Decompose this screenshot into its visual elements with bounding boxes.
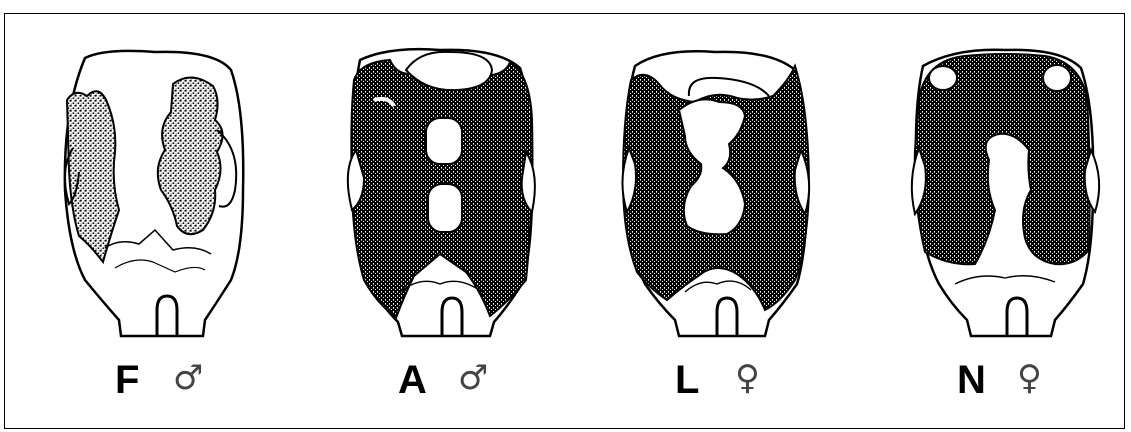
scutum-pattern-f <box>45 40 265 350</box>
panel-f: F ♂ <box>45 0 265 432</box>
panel-letter: F <box>115 358 139 402</box>
panel-letter: A <box>398 358 427 402</box>
scutum-pattern-a <box>330 40 550 350</box>
male-symbol-icon: ♂ <box>173 356 203 400</box>
female-symbol-icon: ♀ <box>735 356 760 400</box>
panel-letter: L <box>675 358 699 402</box>
female-symbol-icon: ♀ <box>1017 356 1042 400</box>
male-symbol-icon: ♂ <box>458 356 488 400</box>
scutum-pattern-n <box>895 40 1115 350</box>
panel-letter: N <box>957 358 986 402</box>
scutum-pattern-l <box>605 40 825 350</box>
panel-n: N ♀ <box>895 0 1115 432</box>
panel-a: A ♂ <box>330 0 550 432</box>
panel-l: L ♀ <box>605 0 825 432</box>
